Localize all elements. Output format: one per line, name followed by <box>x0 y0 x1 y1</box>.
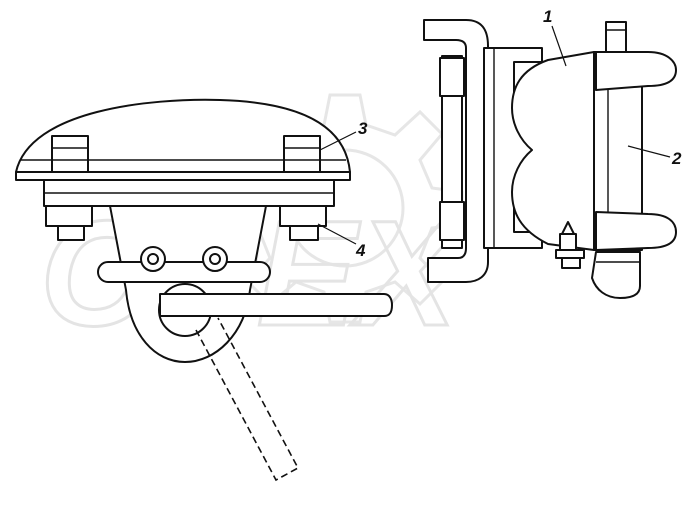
callout-3: 3 <box>319 119 368 151</box>
handle-alternate-position <box>195 317 300 482</box>
right-bottom-nut <box>279 205 327 241</box>
clamp-body <box>511 51 595 251</box>
slotted-strip <box>97 246 271 283</box>
callout-4-label: 4 <box>355 241 366 260</box>
mounting-plate <box>43 179 335 207</box>
callout-1: 1 <box>543 7 567 67</box>
callout-4: 4 <box>317 223 366 260</box>
bottom-fitting <box>555 221 585 269</box>
left-bottom-nut <box>45 205 93 241</box>
lower-arm <box>595 211 677 251</box>
lamp-housing <box>15 98 351 181</box>
callout-1-label: 1 <box>543 7 552 26</box>
left-top-bolt <box>51 135 89 173</box>
top-stud <box>605 21 627 53</box>
callout-2: 2 <box>627 145 682 168</box>
bottom-clip <box>591 251 641 299</box>
clamp-plate-left <box>441 55 463 249</box>
upper-arm <box>595 51 677 91</box>
u-bolt <box>423 19 489 283</box>
callout-3-label: 3 <box>358 119 368 138</box>
right-top-bolt <box>283 135 321 173</box>
callout-2-label: 2 <box>671 149 682 168</box>
adjustment-handle <box>159 293 393 317</box>
